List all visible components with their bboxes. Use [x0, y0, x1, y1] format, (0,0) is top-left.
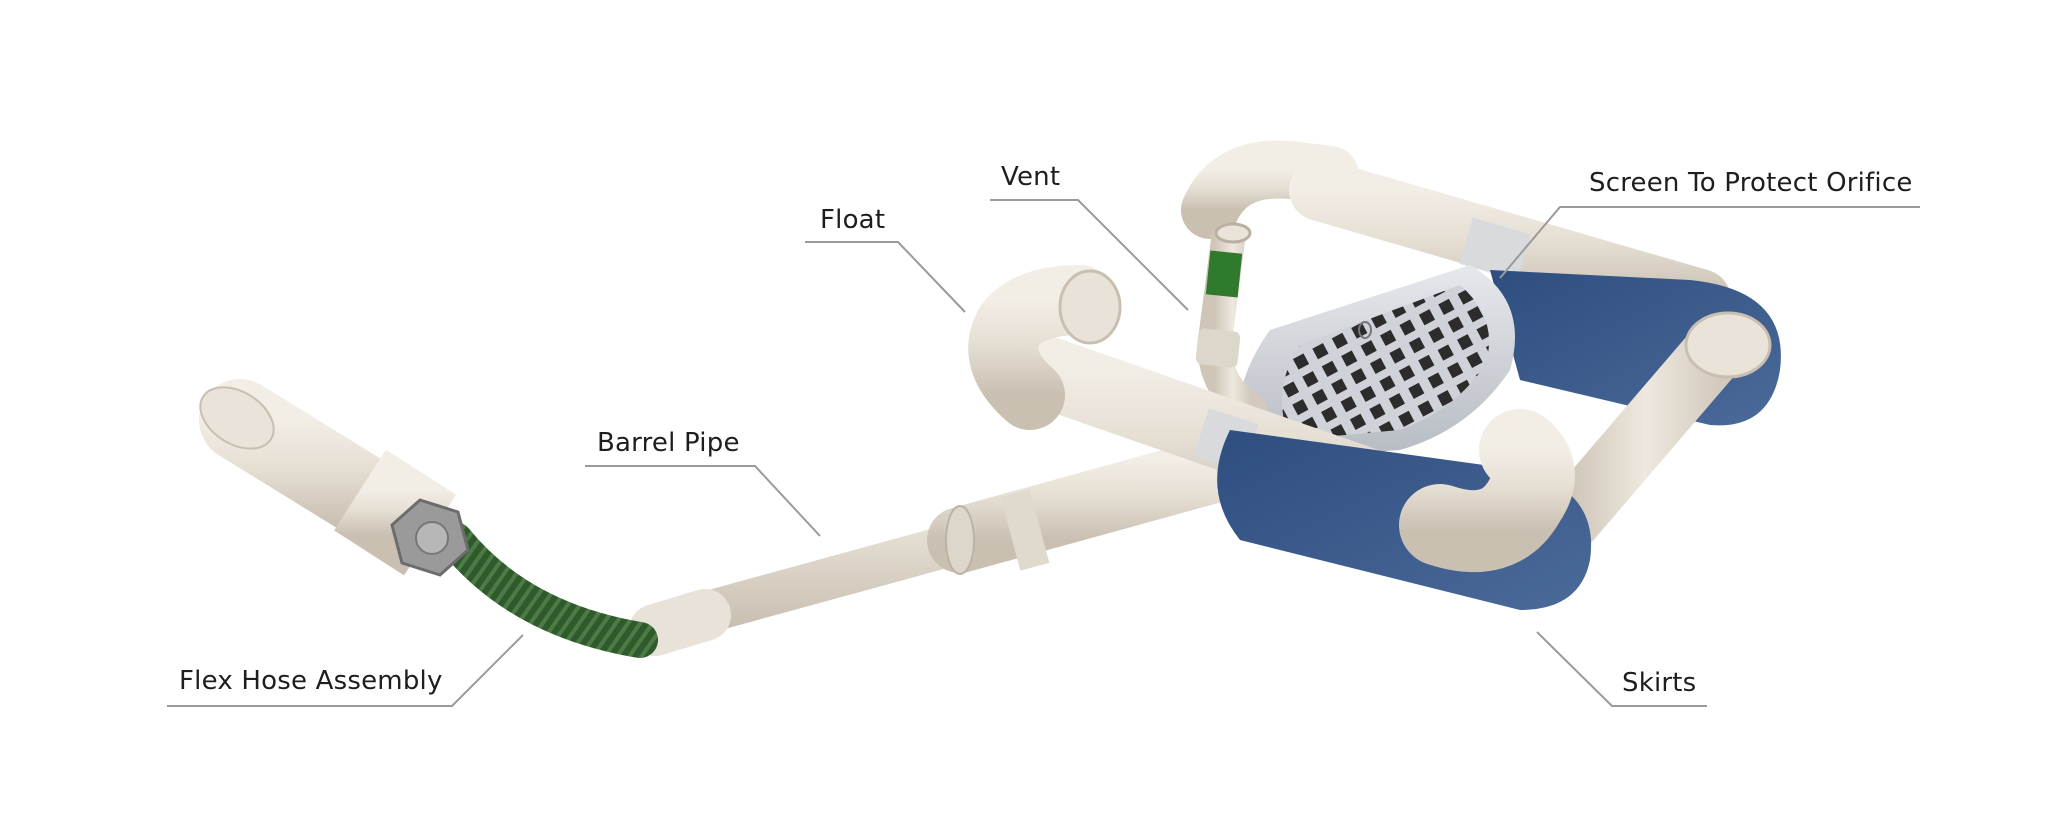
- vent-green-band: [1206, 250, 1242, 297]
- flex-hose: [455, 540, 640, 640]
- hose-coupling: [189, 375, 468, 575]
- label-skirts: Skirts: [1622, 668, 1696, 698]
- label-flex-hose: Flex Hose Assembly: [179, 666, 443, 696]
- label-barrel-pipe: Barrel Pipe: [597, 428, 740, 458]
- vent-pipe: [1195, 224, 1250, 410]
- label-screen: Screen To Protect Orifice: [1589, 168, 1913, 198]
- label-vent: Vent: [1001, 162, 1060, 192]
- leader-barrel: [585, 466, 820, 536]
- leader-float: [805, 242, 965, 312]
- barrel-pipe: [655, 455, 1280, 630]
- label-float: Float: [820, 205, 885, 235]
